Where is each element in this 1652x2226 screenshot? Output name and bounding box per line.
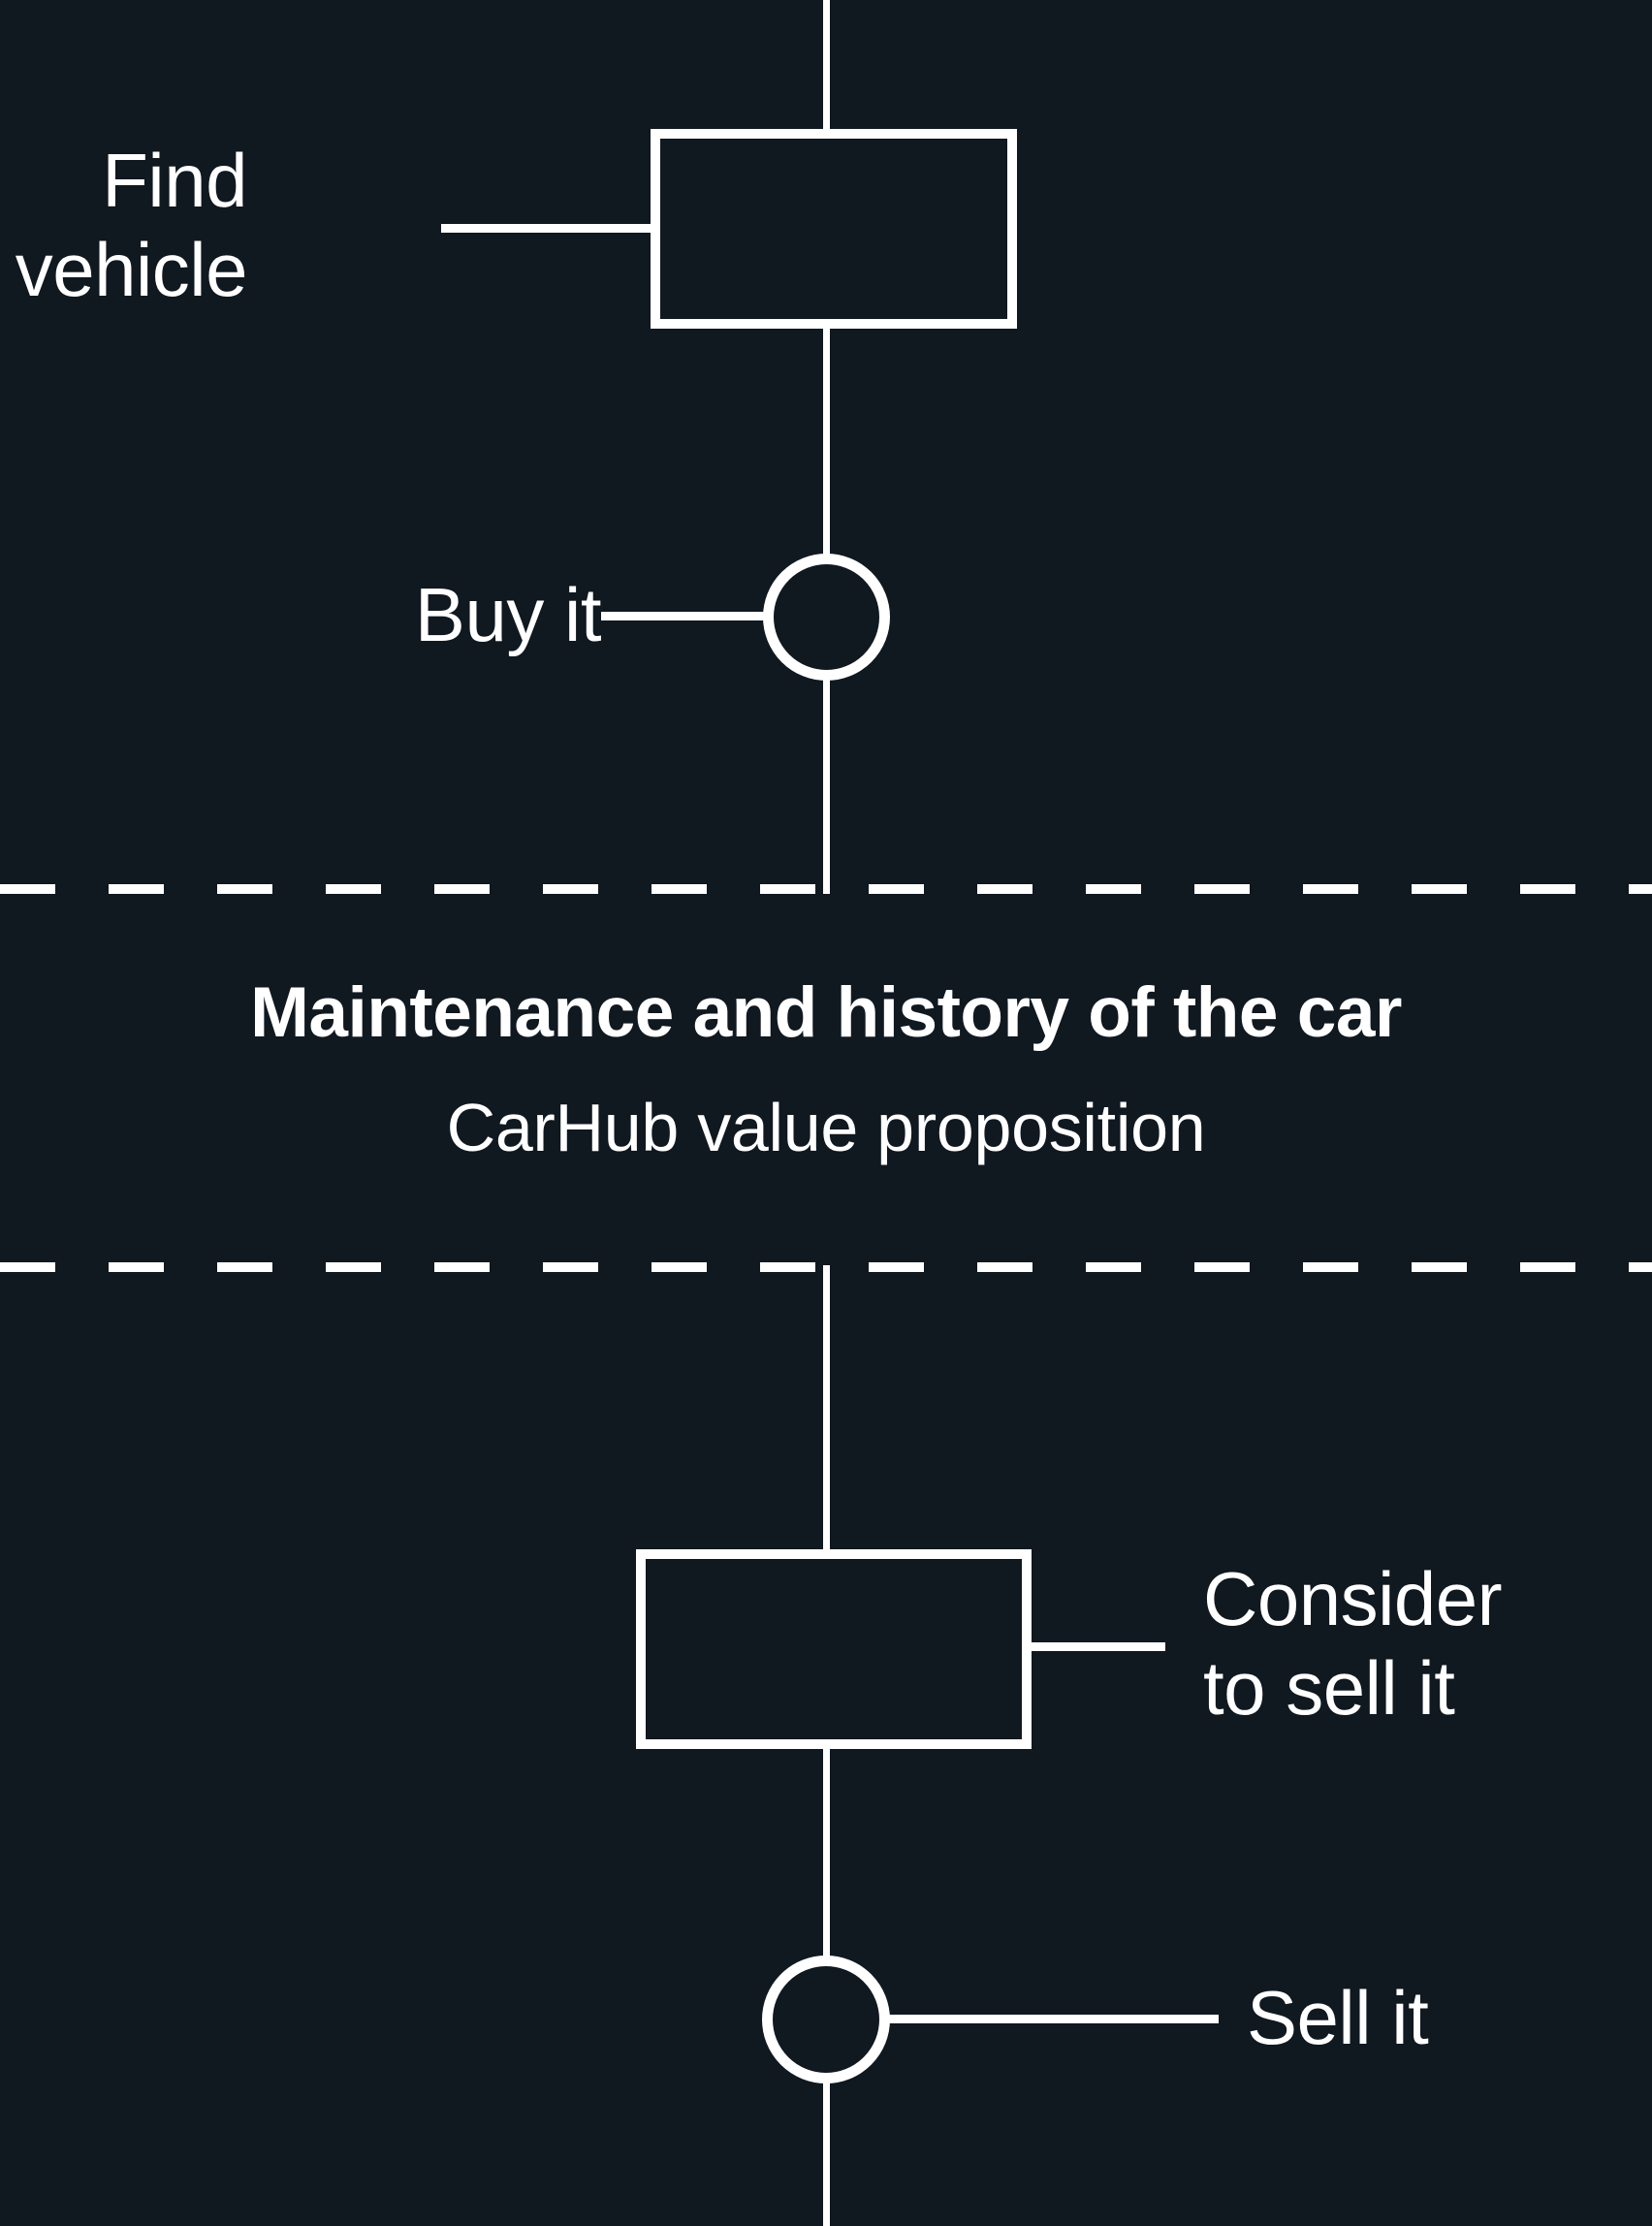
- milestone-label-find-vehicle: Find vehicle: [15, 138, 248, 312]
- band-subtitle: CarHub value proposition: [446, 1090, 1206, 1165]
- milestone-label-sell-it: Sell it: [1247, 1975, 1429, 2060]
- connector-line-find-vehicle: [441, 224, 656, 233]
- band-title: Maintenance and history of the car: [250, 973, 1402, 1052]
- milestone-node-sell-it[interactable]: [762, 1956, 890, 2083]
- timeline-spine-segment: [822, 669, 830, 894]
- timeline-spine-segment: [822, 320, 830, 560]
- connector-line-sell-it: [884, 2015, 1219, 2023]
- timeline-spine-segment: [822, 1265, 830, 1556]
- band-divider-bottom: [0, 1262, 1652, 1272]
- timeline-spine-segment: [822, 1740, 830, 1963]
- milestone-node-buy-it[interactable]: [763, 554, 890, 681]
- milestone-label-consider-to-sell-it: Consider to sell it: [1203, 1556, 1503, 1731]
- timeline-spine-segment: [822, 2075, 830, 2226]
- milestone-label-buy-it: Buy it: [414, 572, 602, 657]
- connector-line-consider-to-sell-it: [1026, 1642, 1165, 1651]
- timeline-spine-segment: [822, 0, 830, 137]
- milestone-node-consider-to-sell-it[interactable]: [636, 1549, 1032, 1749]
- milestone-node-find-vehicle[interactable]: [651, 129, 1017, 329]
- connector-line-buy-it: [601, 612, 772, 620]
- band-divider-top: [0, 884, 1652, 894]
